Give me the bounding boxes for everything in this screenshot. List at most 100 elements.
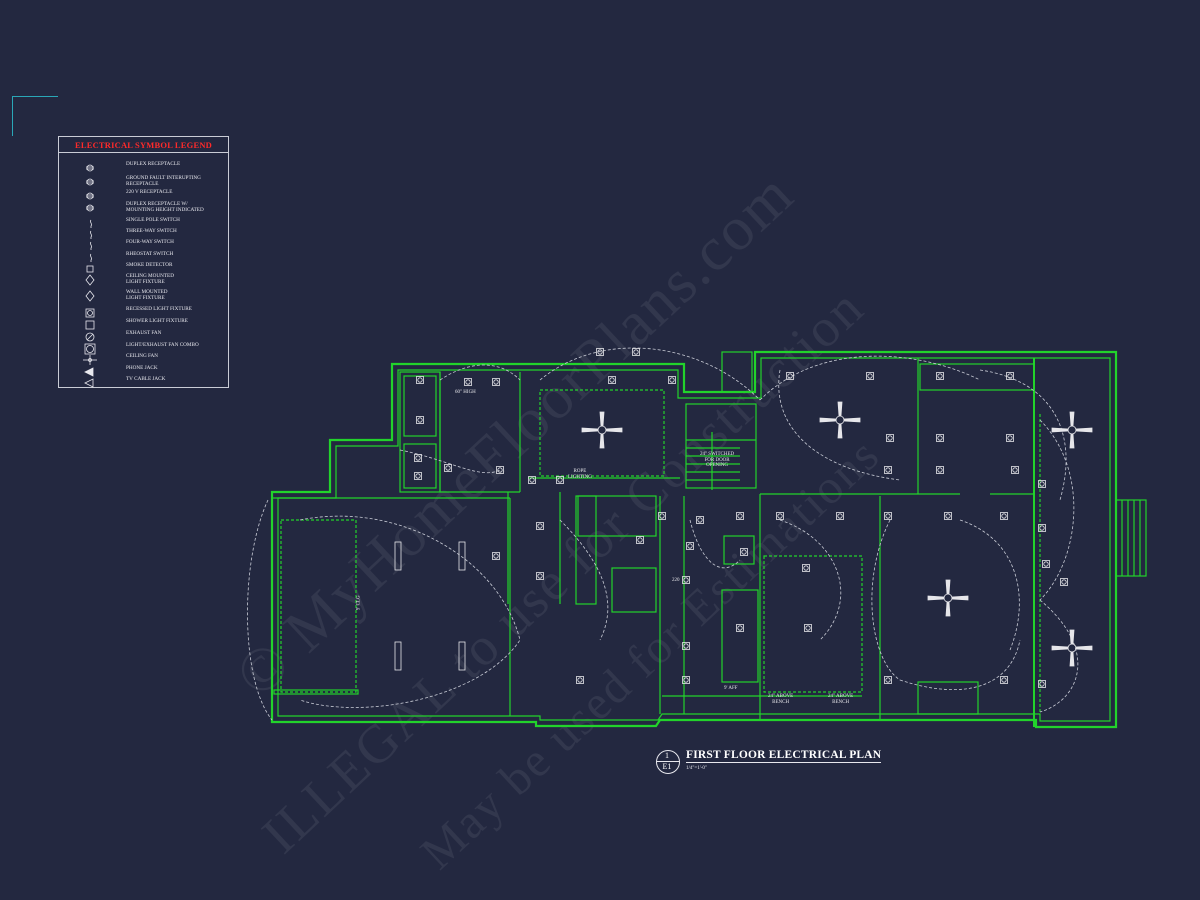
legend-item: GROUND FAULT INTERUPTING RECEPTACLE xyxy=(59,175,228,187)
legend-item: DUPLEX RECEPTACLE W/ MOUNTING HEIGHT IND… xyxy=(59,201,228,213)
legend-item: PHONE JACK xyxy=(59,365,228,377)
legend-item: EXHAUST FAN xyxy=(59,330,228,342)
gfi-receptacle-icon xyxy=(86,178,94,186)
kitchen-island xyxy=(721,589,759,683)
recessed-light-fixture xyxy=(576,676,584,684)
plan-scale: 1/4"=1'-0" xyxy=(686,766,707,771)
legend-item-label: SMOKE DETECTOR xyxy=(126,262,173,268)
garage-interior xyxy=(280,519,357,693)
dining-room xyxy=(539,389,665,477)
recessed-light-fixture xyxy=(1000,512,1008,520)
recessed-light-fixture xyxy=(1042,560,1050,568)
fluorescent-light-fixture xyxy=(394,641,402,671)
bath-room xyxy=(399,371,441,493)
recessed-light-fixture xyxy=(682,576,690,584)
recessed-light-fixture xyxy=(492,552,500,560)
legend-item: FOUR-WAY SWITCH xyxy=(59,239,228,251)
ceiling-fan-icon xyxy=(819,401,861,439)
recessed-light-fixture xyxy=(740,548,748,556)
recessed-light-fixture xyxy=(1038,480,1046,488)
shower xyxy=(403,375,437,437)
recessed-light-fixture xyxy=(1006,434,1014,442)
recessed-light-fixture xyxy=(416,416,424,424)
legend-item-label: FOUR-WAY SWITCH xyxy=(126,239,174,245)
legend-item-label: CEILING MOUNTED LIGHT FIXTURE xyxy=(126,273,174,285)
fireplace xyxy=(917,681,979,715)
receptacle-220v-icon xyxy=(86,192,94,200)
legend-item: CEILING FAN xyxy=(59,353,228,365)
legend-item-label: SHOWER LIGHT FIXTURE xyxy=(126,318,188,324)
recessed-light-fixture xyxy=(682,676,690,684)
legend-item-label: TV CABLE JACK xyxy=(126,376,166,382)
recessed-light-fixture xyxy=(658,512,666,520)
powder-room xyxy=(577,495,657,537)
note-220v: 220 xyxy=(672,578,680,583)
light-fixtures xyxy=(394,348,1068,688)
exterior-wall-inner xyxy=(277,357,1111,722)
recessed-light-fixture xyxy=(1038,524,1046,532)
recessed-light-fixture xyxy=(886,434,894,442)
tv-cable-jack-icon xyxy=(84,378,94,388)
four-way-switch-icon xyxy=(90,241,92,250)
legend-item-label: SINGLE POLE SWITCH xyxy=(126,217,180,223)
note-above-bench-2: 24" ABOVE BENCH xyxy=(828,694,854,705)
recessed-light-fixture xyxy=(682,642,690,650)
light-exhaust-combo-icon xyxy=(84,343,96,355)
detail-callout-circle xyxy=(656,750,680,774)
legend-item-label: RHEOSTAT SWITCH xyxy=(126,251,174,257)
recessed-light-fixture xyxy=(1060,578,1068,586)
ceiling-fan-icon xyxy=(83,355,97,365)
recessed-light-fixture xyxy=(936,466,944,474)
note-aff: 9' AFF xyxy=(724,686,738,691)
kitchen-counter xyxy=(723,535,755,565)
recessed-light-fixture xyxy=(884,512,892,520)
legend-item: TV CABLE JACK xyxy=(59,376,228,388)
recessed-light-fixture xyxy=(944,512,952,520)
recessed-light-fixture xyxy=(884,466,892,474)
legend-item: SMOKE DETECTOR xyxy=(59,262,228,274)
garage-door xyxy=(273,689,359,695)
ceiling-fan-icon xyxy=(1051,411,1093,449)
pantry xyxy=(575,495,597,605)
recessed-light-fixture xyxy=(936,434,944,442)
recessed-light-fixture xyxy=(496,466,504,474)
recessed-light-fixture xyxy=(608,376,616,384)
fluorescent-light-fixture xyxy=(458,641,466,671)
viewport-corner-mark xyxy=(12,96,58,97)
legend-item-label: DUPLEX RECEPTACLE xyxy=(126,161,181,167)
recessed-light-fixture xyxy=(632,348,640,356)
legend-item: THREE-WAY SWITCH xyxy=(59,228,228,240)
recessed-light-fixture xyxy=(696,516,704,524)
recessed-light-fixture xyxy=(536,522,544,530)
legend-item-label: THREE-WAY SWITCH xyxy=(126,228,177,234)
detail-callout-divider xyxy=(656,761,680,762)
fluorescent-light-fixture xyxy=(458,541,466,571)
wall-light-icon xyxy=(85,290,95,302)
recessed-light-fixture xyxy=(492,378,500,386)
phone-jack-icon xyxy=(84,367,94,377)
ceiling-fan-icon xyxy=(581,411,623,449)
stair-treads xyxy=(686,432,756,490)
recessed-light-fixture xyxy=(1038,680,1046,688)
legend-item: LIGHT/EXHAUST FAN COMBO xyxy=(59,342,228,355)
recessed-light-fixture xyxy=(596,348,604,356)
plan-title: FIRST FLOOR ELECTRICAL PLAN xyxy=(686,749,882,763)
legend-item-label: WALL MOUNTED LIGHT FIXTURE xyxy=(126,289,168,301)
legend-item-label: 220 V RECEPTACLE xyxy=(126,189,173,195)
recessed-light-fixture xyxy=(464,378,472,386)
duplex-receptacle-icon xyxy=(86,164,94,172)
recessed-light-fixture xyxy=(836,512,844,520)
note-clg: 9' CLG xyxy=(356,595,362,611)
laundry xyxy=(611,567,657,613)
recessed-light-fixture xyxy=(636,536,644,544)
ceiling-fans xyxy=(581,401,1093,667)
rear-stairs xyxy=(1115,499,1147,577)
rear-stair-treads xyxy=(1121,500,1141,576)
recessed-light-fixture xyxy=(414,454,422,462)
detail-number: 1 xyxy=(665,751,669,760)
legend-item: SINGLE POLE SWITCH xyxy=(59,217,228,229)
legend-item-label: LIGHT/EXHAUST FAN COMBO xyxy=(126,342,199,348)
legend-item-label: DUPLEX RECEPTACLE W/ MOUNTING HEIGHT IND… xyxy=(126,201,204,213)
recessed-light-fixture xyxy=(1000,676,1008,684)
